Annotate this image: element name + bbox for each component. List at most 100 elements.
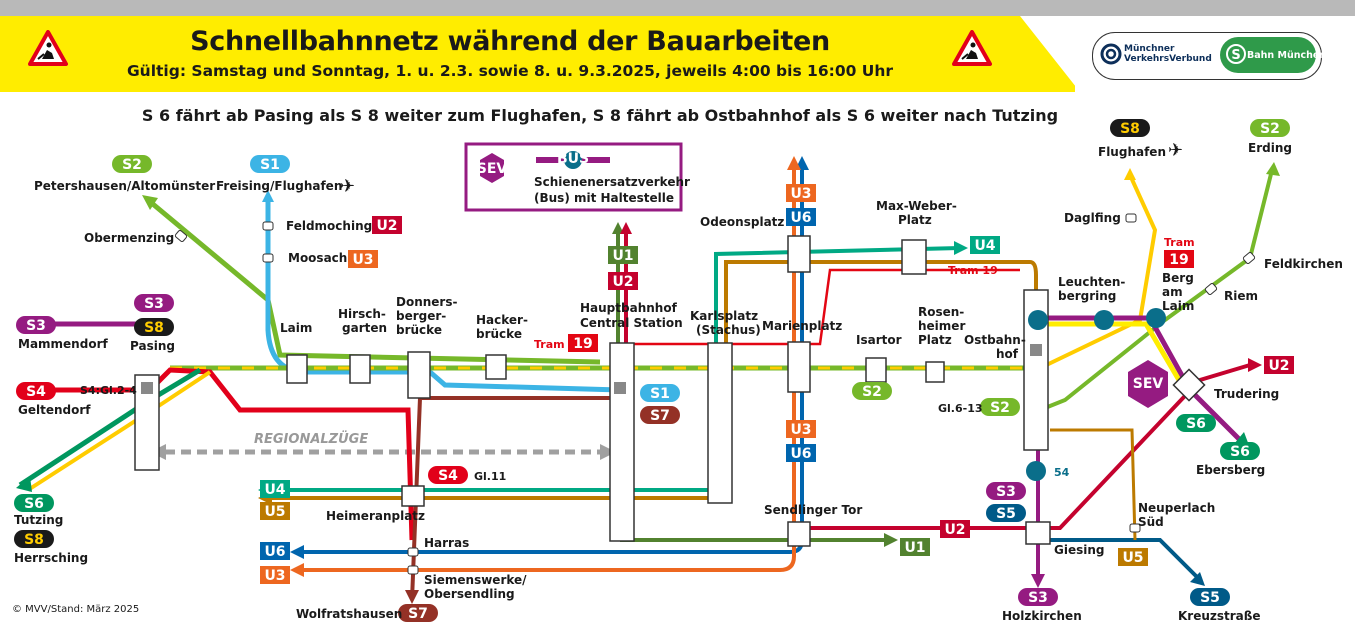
svg-text:S4: S4	[438, 468, 458, 484]
svg-text:S2: S2	[1260, 121, 1280, 137]
svg-text:U6: U6	[790, 446, 811, 462]
svg-text:Flughafen: Flughafen	[1098, 145, 1166, 159]
svg-text:S6: S6	[1230, 444, 1250, 460]
station-sendlingertor[interactable]	[787, 521, 811, 547]
svg-text:Freising/Flughafen: Freising/Flughafen	[216, 179, 342, 193]
svg-text:Neuperlach: Neuperlach	[1138, 501, 1215, 515]
station-giesing[interactable]	[1025, 521, 1051, 545]
svg-text:am: am	[1162, 285, 1183, 299]
svg-text:Petershausen/Altomünster: Petershausen/Altomünster	[34, 179, 215, 193]
svg-text:Max-Weber-: Max-Weber-	[876, 199, 957, 213]
svg-text:Tram: Tram	[1164, 236, 1195, 249]
svg-text:Süd: Süd	[1138, 515, 1164, 529]
svg-text:heimer: heimer	[918, 319, 965, 333]
station-laim[interactable]	[286, 354, 308, 384]
svg-text:Heimeranplatz: Heimeranplatz	[326, 509, 425, 523]
bus-stop-icon	[564, 151, 582, 169]
svg-text:garten: garten	[342, 321, 387, 335]
station-heimeranplatz[interactable]	[401, 485, 425, 507]
svg-text:Obersendling: Obersendling	[424, 587, 515, 601]
station-labels: Petershausen/Altomünster Freising/Flugha…	[14, 141, 1343, 623]
svg-text:Geltendorf: Geltendorf	[18, 403, 91, 417]
svg-text:brücke: brücke	[396, 323, 442, 337]
svg-text:Ebersberg: Ebersberg	[1196, 463, 1265, 477]
svg-text:Wolfratshausen: Wolfratshausen	[296, 607, 402, 621]
svg-text:U4: U4	[974, 238, 995, 254]
svg-text:brücke: brücke	[476, 327, 522, 341]
routing-note: S 6 fährt ab Pasing als S 8 weiter zum F…	[141, 106, 1059, 125]
svg-text:S2: S2	[122, 157, 142, 173]
svg-text:Leuchten-: Leuchten-	[1058, 275, 1125, 289]
svg-text:Hirsch-: Hirsch-	[338, 307, 386, 321]
svg-text:S8: S8	[24, 532, 44, 548]
svg-text:Holzkirchen: Holzkirchen	[1002, 609, 1082, 623]
svg-text:Laim: Laim	[280, 321, 312, 335]
validity-subtitle: Gültig: Samstag und Sonntag, 1. u. 2.3. …	[126, 62, 894, 80]
station-hackerbruecke[interactable]	[485, 354, 507, 380]
station-odeonsplatz[interactable]	[787, 235, 811, 273]
svg-text:bergring: bergring	[1058, 289, 1116, 303]
svg-text:Feldmoching: Feldmoching	[286, 219, 372, 233]
svg-text:Harras: Harras	[424, 536, 469, 550]
svg-text:Laim: Laim	[1162, 299, 1194, 313]
svg-text:S7: S7	[650, 408, 670, 424]
svg-text:Gl.11: Gl.11	[474, 470, 506, 483]
svg-text:Sendlinger Tor: Sendlinger Tor	[764, 503, 862, 517]
sev-icon	[1128, 360, 1168, 408]
station-hauptbahnhof[interactable]	[609, 342, 635, 542]
station-donnersbergerbruecke[interactable]	[407, 351, 431, 399]
top-strip	[0, 0, 1355, 16]
svg-text:berger-: berger-	[396, 309, 446, 323]
construction-warning-icon	[952, 30, 992, 66]
svg-text:U5: U5	[1122, 550, 1143, 566]
legend-text-1: Schienenersatzverkehr	[534, 175, 690, 189]
svg-text:Erding: Erding	[1248, 141, 1292, 155]
legend: SEV BUS Schienenersatzverkehr (Bus) mit …	[464, 142, 690, 212]
station-rosenheimerplatz[interactable]	[925, 361, 945, 383]
svg-text:Isartor: Isartor	[856, 333, 902, 347]
svg-text:S2: S2	[990, 400, 1010, 416]
svg-text:S6: S6	[1186, 416, 1206, 432]
svg-text:U2: U2	[1268, 358, 1289, 374]
station-trudering[interactable]	[1172, 368, 1206, 402]
svg-text:Giesing: Giesing	[1054, 543, 1105, 557]
svg-text:Odeonsplatz: Odeonsplatz	[700, 215, 784, 229]
svg-text:Tram: Tram	[534, 338, 565, 351]
sbahn-logo-text: Bahn München	[1247, 50, 1327, 61]
svg-text:Mammendorf: Mammendorf	[18, 337, 108, 351]
svg-text:Gl.6-13: Gl.6-13	[938, 402, 983, 415]
svg-text:hof: hof	[996, 347, 1019, 361]
svg-text:S3: S3	[996, 484, 1016, 500]
svg-text:U3: U3	[790, 422, 811, 438]
svg-text:U2: U2	[944, 522, 965, 538]
svg-text:U2: U2	[612, 274, 633, 290]
svg-text:Ostbahn-: Ostbahn-	[964, 333, 1026, 347]
svg-text:U1: U1	[612, 248, 633, 264]
svg-text:Marienplatz: Marienplatz	[762, 319, 842, 333]
svg-text:Daglfing: Daglfing	[1064, 211, 1121, 225]
svg-text:Trudering: Trudering	[1214, 387, 1279, 401]
station-marienplatz[interactable]	[787, 341, 811, 393]
station-hirschgarten[interactable]	[349, 354, 371, 384]
svg-text:Rosen-: Rosen-	[918, 305, 964, 319]
svg-text:Platz: Platz	[918, 333, 952, 347]
station-karlsplatz[interactable]	[707, 342, 733, 504]
svg-text:S3: S3	[144, 296, 164, 312]
svg-text:S8: S8	[144, 320, 164, 336]
svg-text:Hauptbahnhof: Hauptbahnhof	[580, 301, 678, 315]
svg-text:U3: U3	[264, 568, 285, 584]
station-isartor[interactable]	[865, 357, 887, 383]
airplane-icon: ✈	[1168, 140, 1183, 161]
svg-text:Herrsching: Herrsching	[14, 551, 88, 565]
svg-text:Hacker-: Hacker-	[476, 313, 528, 327]
svg-text:U6: U6	[264, 544, 285, 560]
svg-text:Kreuzstraße: Kreuzstraße	[1178, 609, 1261, 623]
svg-text:Central Station: Central Station	[580, 316, 683, 330]
station-maxweberplatz[interactable]	[901, 239, 927, 275]
mvv-logo-icon	[1100, 43, 1122, 65]
footer-copyright: © MVV/Stand: März 2025	[12, 604, 140, 615]
svg-text:S6: S6	[24, 496, 44, 512]
svg-text:Donners-: Donners-	[396, 295, 457, 309]
s2-line	[146, 198, 601, 365]
